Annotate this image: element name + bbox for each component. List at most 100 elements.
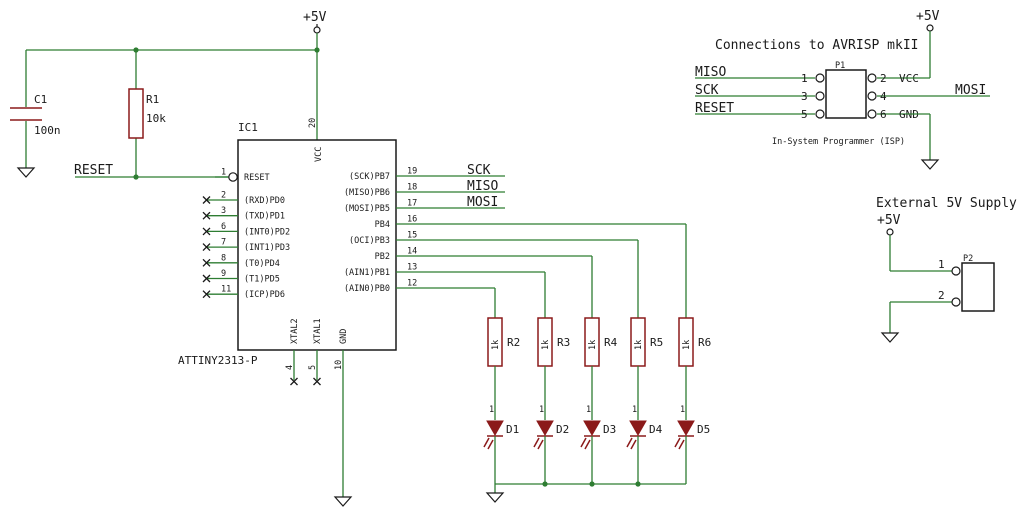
- led-symbol: [583, 420, 601, 437]
- ic-pin-name: (AIN1)PB1: [344, 268, 390, 278]
- ic-pin-name: (ICP)PD6: [244, 290, 285, 300]
- ic-pin-name: (MOSI)PB5: [344, 204, 390, 214]
- no-connect-marker: [202, 211, 211, 220]
- ic-pin-number: 10: [334, 360, 344, 370]
- led-pin-number: 1: [539, 405, 544, 415]
- isp-pin-number: 3: [801, 90, 808, 103]
- led-chain-4: 1k R5 1D4: [626, 317, 663, 484]
- ic-pin-name: (OCI)PB3: [349, 236, 390, 246]
- led-ref: D4: [649, 423, 663, 436]
- ic-pin-number: 15: [407, 231, 417, 241]
- led-symbol: [677, 420, 695, 437]
- led-routing-wires: [420, 223, 687, 493]
- isp-pin-number: 2: [880, 72, 887, 85]
- ic-pin-name: GND: [339, 329, 349, 344]
- ext-pin-2: 2: [938, 289, 945, 302]
- isp-pin-number: 5: [801, 108, 808, 121]
- isp-title: Connections to AVRISP mkII: [715, 38, 919, 53]
- led-chain-1: 1k R2 1D1: [483, 317, 520, 484]
- ic-attiny2313: IC1 ATTINY2313-P 20 VCC 1RESET2(RXD)PD03…: [178, 118, 420, 386]
- led-pin-number: 1: [489, 405, 494, 415]
- ic-pin-number: 16: [407, 215, 417, 225]
- led-pin-number: 1: [632, 405, 637, 415]
- ic-pin-name: PB2: [375, 252, 390, 262]
- led-symbol: [486, 420, 504, 437]
- net-label-miso: MISO: [467, 179, 498, 194]
- resistor-ref: R3: [557, 336, 570, 349]
- external-supply: External 5V Supply +5V P2 1 2: [876, 196, 1017, 343]
- capacitor-value: 100n: [34, 124, 61, 137]
- resistor-ref: R5: [650, 336, 663, 349]
- isp-net-mosi: MOSI: [955, 83, 986, 98]
- no-connect-marker: [202, 290, 211, 299]
- ic-pin-name: XTAL2: [290, 318, 300, 344]
- isp-ref: P1: [835, 61, 845, 71]
- ic-pin-name: (INT0)PD2: [244, 227, 290, 237]
- resistor-value: 1k: [491, 340, 501, 350]
- no-connect-marker: [202, 258, 211, 267]
- ic-pin-number: 9: [221, 269, 226, 279]
- ext-ref: P2: [963, 254, 973, 264]
- ic-pin-num-top: 20: [308, 118, 318, 128]
- led-symbol: [536, 420, 554, 437]
- power-label-ext: +5V: [877, 213, 901, 228]
- no-connect-marker: [202, 243, 211, 252]
- isp-pin-number: 1: [801, 72, 808, 85]
- ic-ref: IC1: [238, 121, 258, 134]
- ic-pin-name: (MISO)PB6: [344, 188, 390, 198]
- resistor-ref: R4: [604, 336, 618, 349]
- led-ref: D1: [506, 423, 519, 436]
- ic-pin-name: (TXD)PD1: [244, 212, 285, 222]
- no-connect-marker: [202, 196, 211, 204]
- resistor-ref: R2: [507, 336, 520, 349]
- isp-net-sck: SCK: [695, 83, 719, 98]
- resistor-r1: R1 10k: [128, 88, 166, 139]
- isp-caption: In-System Programmer (ISP): [772, 137, 905, 147]
- power-flag-main: +5V: [303, 10, 327, 34]
- isp-body: [825, 69, 867, 119]
- ic-pin-number: 18: [407, 183, 417, 193]
- ic-pin-name: (INT1)PD3: [244, 243, 290, 253]
- led-pin-number: 1: [680, 405, 685, 415]
- isp-net-miso: MISO: [695, 65, 726, 80]
- ic-pin-number: 6: [221, 222, 226, 232]
- net-label-reset: RESET: [74, 163, 113, 178]
- resistor-r1-ref: R1: [146, 93, 159, 106]
- resistor-r1-value: 10k: [146, 112, 166, 125]
- ic-pin-name: RESET: [244, 173, 270, 183]
- ic-pin-number: 8: [221, 253, 226, 263]
- ground-symbol-ic: [333, 372, 353, 507]
- ic-pin-number: 4: [285, 365, 295, 370]
- led-symbol: [629, 420, 647, 437]
- ic-pin-number: 1: [221, 168, 226, 178]
- ic-left-pins: 1RESET2(RXD)PD03(TXD)PD16(INT0)PD27(INT1…: [202, 168, 290, 300]
- ext-title: External 5V Supply: [876, 196, 1017, 211]
- led-ref: D5: [697, 423, 710, 436]
- ext-pin-1: 1: [938, 258, 945, 271]
- ic-pin-name: (T0)PD4: [244, 259, 280, 269]
- ic-pin-number: 5: [308, 365, 318, 370]
- isp-net-reset: RESET: [695, 101, 734, 116]
- led-ref: D2: [556, 423, 569, 436]
- net-label-mosi: MOSI: [467, 195, 498, 210]
- no-connect-marker: [313, 377, 321, 386]
- ic-body: [237, 139, 397, 351]
- no-connect-marker: [202, 227, 211, 236]
- ic-pin-name: PB4: [375, 220, 390, 230]
- ic-pin-number: 2: [221, 191, 226, 201]
- capacitor-c1: C1 100n: [10, 93, 61, 137]
- resistor-value: 1k: [634, 340, 644, 350]
- resistor-ref: R6: [698, 336, 711, 349]
- resistor-value: 1k: [588, 340, 598, 350]
- led-pin-number: 1: [586, 405, 591, 415]
- ic-pin-name-top: VCC: [314, 147, 324, 162]
